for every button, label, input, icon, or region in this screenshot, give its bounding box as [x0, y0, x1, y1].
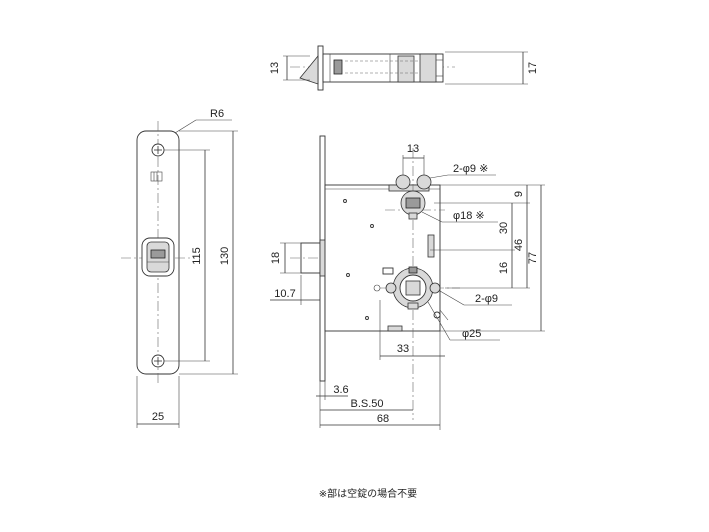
dim-25: 25 [152, 411, 164, 423]
dim-46: 46 [513, 239, 525, 251]
dim-10-7: 10.7 [274, 288, 295, 300]
dim-top-13: 13 [269, 62, 281, 74]
note-phi25: φ25 [462, 328, 481, 340]
footnote: ※部は空錠の場合不要 [319, 487, 417, 500]
dim-13-holes: 13 [407, 143, 419, 155]
dim-16: 16 [498, 262, 510, 274]
dim-top-17: 17 [527, 62, 539, 74]
faceplate-view: R6 115 130 25 [121, 108, 238, 428]
note-phi18: φ18 ※ [453, 210, 485, 222]
dim-9: 9 [513, 191, 525, 197]
dim-backset: B.S.50 [350, 398, 383, 410]
dim-115: 115 [191, 247, 203, 265]
note-2-phi9-lower: 2-φ9 [475, 293, 498, 305]
dim-33: 33 [397, 343, 409, 355]
dim-30: 30 [498, 222, 510, 234]
dim-130: 130 [219, 247, 231, 265]
dim-18-latch: 18 [270, 252, 282, 264]
side-view: 13 2-φ9 ※ φ18 ※ 2-φ9 φ25 18 10.7 33 [270, 135, 545, 430]
dim-r6: R6 [210, 108, 224, 120]
note-2-phi9-upper: 2-φ9 ※ [453, 163, 488, 175]
top-view: 13 17 [269, 45, 539, 91]
dim-3-6: 3.6 [333, 384, 348, 396]
dim-68: 68 [377, 413, 389, 425]
dim-77: 77 [527, 252, 539, 264]
